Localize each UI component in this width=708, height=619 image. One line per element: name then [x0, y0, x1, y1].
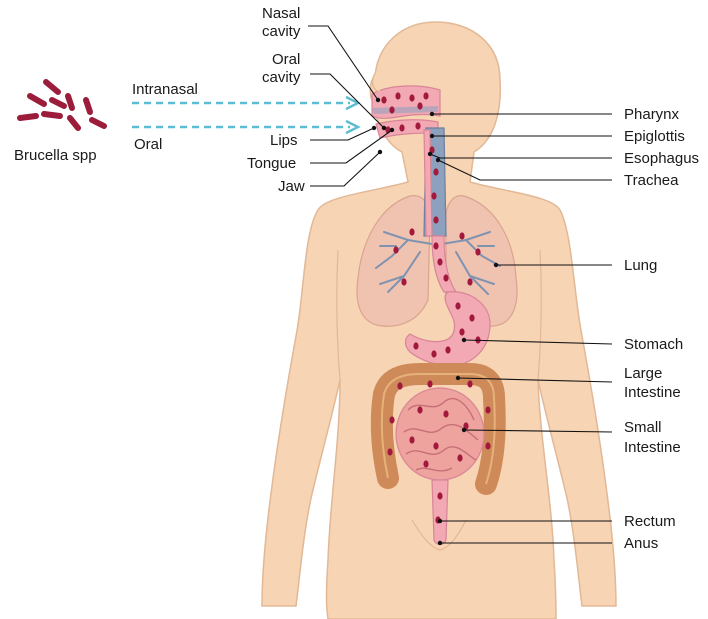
bacterium-spot: [433, 216, 439, 224]
label-large-intestine-line1: Large: [624, 365, 662, 382]
bacterium-spot: [467, 380, 473, 388]
leader-stomach: [463, 339, 613, 345]
bacterium-spot: [433, 442, 439, 450]
bacterium-spot: [429, 146, 435, 154]
bacterium-spot: [381, 96, 387, 104]
leader-oral-cavity: [310, 73, 385, 129]
bacterium-spot: [467, 278, 473, 286]
bacterium-spot: [485, 442, 491, 450]
bacterium-spot: [457, 454, 463, 462]
intranasal-route-arrow: [132, 95, 361, 111]
label-stomach: Stomach: [624, 336, 683, 353]
label-rectum: Rectum: [624, 513, 676, 530]
rectum: [431, 479, 449, 546]
bacterium-spot: [389, 416, 395, 424]
body-silhouette: [261, 21, 617, 619]
bacterium-spot: [415, 122, 421, 130]
leader-lips: [310, 127, 375, 141]
label-jaw: Jaw: [278, 178, 305, 195]
bacterium-spot: [433, 242, 439, 250]
bacterium-spot: [459, 328, 465, 336]
bacterium-spot: [427, 380, 433, 388]
bacterium-spot: [387, 448, 393, 456]
label-oral-cavity-line1: Oral: [272, 51, 300, 68]
label-esophagus: Esophagus: [624, 150, 699, 167]
bacterium-spot: [417, 406, 423, 414]
bacterium-spot: [397, 382, 403, 390]
label-small-intestine-line2: Intestine: [624, 439, 681, 456]
brucella-cluster: [17, 79, 107, 131]
label-large-intestine-line2: Intestine: [624, 384, 681, 401]
bacterium-spot: [437, 258, 443, 266]
leader-tongue: [310, 129, 393, 164]
small-intestine: [395, 387, 485, 481]
leader-trachea: [437, 159, 612, 181]
bacterium-spot: [437, 492, 443, 500]
label-pharynx: Pharynx: [624, 106, 680, 123]
label-lung: Lung: [624, 257, 657, 274]
bacterium-spot: [459, 232, 465, 240]
bacterium-spot: [417, 102, 423, 110]
bacterium-spot: [401, 278, 407, 286]
bacterium-spot: [463, 422, 469, 430]
bacterium-spot: [409, 228, 415, 236]
label-lips: Lips: [270, 132, 298, 149]
bacteria-spots: [381, 92, 491, 524]
leader-jaw: [310, 151, 381, 187]
oral-route-arrow: [132, 119, 361, 135]
bacterium-spot: [409, 436, 415, 444]
label-tongue: Tongue: [247, 155, 296, 172]
bacterium-spot: [469, 314, 475, 322]
bacterium-spot: [443, 410, 449, 418]
bacterium-spot: [485, 406, 491, 414]
leader-nasal-cavity: [308, 25, 379, 101]
bacterium-spot: [395, 92, 401, 100]
label-nasal-cavity-line1: Nasal: [262, 5, 300, 22]
bacterium-spot: [431, 192, 437, 200]
label-anus: Anus: [624, 535, 658, 552]
bacterium-spot: [409, 94, 415, 102]
bronchial-tree: [375, 231, 501, 295]
bacterium-spot: [455, 302, 461, 310]
bacterium-spot: [393, 246, 399, 254]
bacterium-spot: [443, 274, 449, 282]
label-epiglottis: Epiglottis: [624, 128, 685, 145]
bacterium-spot: [389, 106, 395, 114]
label-trachea: Trachea: [624, 172, 679, 189]
bacterium-spot: [413, 342, 419, 350]
leader-large-intestine: [457, 377, 613, 383]
bacterium-spot: [423, 460, 429, 468]
bacterium-spot: [399, 124, 405, 132]
label-small-intestine-line1: Small: [624, 419, 662, 436]
route-label-intranasal: Intranasal: [132, 81, 198, 98]
bacterium-spot: [433, 168, 439, 176]
label-nasal-cavity-line2: cavity: [262, 23, 301, 40]
organism-label: Brucella spp: [14, 147, 97, 164]
leader-small-intestine: [463, 429, 613, 433]
leader-esophagus: [429, 153, 612, 159]
label-oral-cavity-line2: cavity: [262, 69, 301, 86]
bacterium-spot: [431, 350, 437, 358]
bacterium-spot: [445, 346, 451, 354]
route-label-oral: Oral: [134, 136, 162, 153]
stomach: [404, 291, 491, 367]
bacterium-spot: [475, 248, 481, 256]
bacterium-spot: [423, 92, 429, 100]
